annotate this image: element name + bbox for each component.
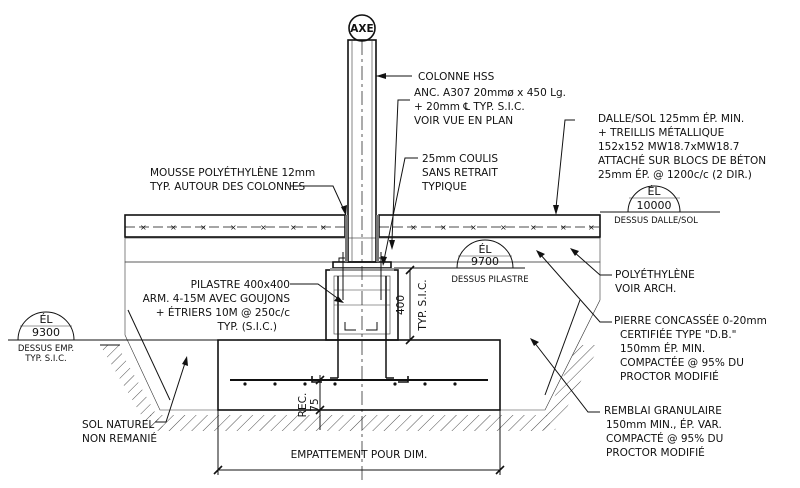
label-dalle-1: DALLE/SOL 125mm ÉP. MIN. [598, 112, 744, 125]
label-mousse-2: TYP. AUTOUR DES COLONNES [149, 181, 305, 193]
label-coulis-2: SANS RETRAIT [422, 167, 498, 179]
label-colonne-hss: COLONNE HSS [418, 71, 495, 83]
svg-text:ÉL: ÉL [647, 185, 661, 198]
svg-text:9700: 9700 [471, 255, 499, 268]
axis-marker: AXE [348, 14, 376, 480]
svg-text:×: × [290, 223, 297, 232]
svg-text:×: × [200, 223, 207, 232]
elevation-marker-9700: ÉL 9700 DESSUS PILASTRE [394, 239, 529, 285]
label-dalle-4: ATTACHÉ SUR BLOCS DE BÉTON [598, 154, 766, 167]
label-pierre-2: CERTIFIÉE TYPE "D.B." [620, 328, 737, 341]
label-anchor-1: ANC. A307 20mmø x 450 Lg. [414, 87, 566, 99]
footing-rebar [230, 376, 488, 386]
label-anchor-2: + 20mm ℄ TYP. S.I.C. [414, 101, 525, 113]
label-dalle-3: 152x152 MW18.7xMW18.7 [598, 141, 740, 153]
label-pilastre-4: TYP. (S.I.C.) [217, 321, 278, 333]
svg-text:ÉL: ÉL [39, 313, 53, 326]
svg-text:×: × [170, 223, 177, 232]
label-pierre-3: 150mm ÉP. MIN. [620, 342, 705, 355]
svg-text:×: × [230, 223, 237, 232]
label-coulis-3: TYPIQUE [421, 181, 467, 193]
label-dalle-5: 25mm ÉP. @ 1200c/c (2 DIR.) [598, 168, 752, 181]
label-empattement: EMPATTEMENT POUR DIM. [291, 449, 428, 461]
crushed-stone-layer [124, 237, 601, 263]
label-anchor-3: VOIR VUE EN PLAN [414, 115, 513, 127]
svg-text:TYP. S.I.C.: TYP. S.I.C. [24, 354, 67, 364]
label-poly-1: POLYÉTHYLÈNE [615, 268, 695, 281]
svg-text:9300: 9300 [32, 326, 60, 339]
label-pil-height-2: TYP. S.I.C. [417, 279, 429, 331]
label-rec-1: REC. [297, 393, 309, 418]
svg-text:×: × [440, 223, 447, 232]
spread-footing [217, 339, 501, 411]
label-pilastre-2: ARM. 4-15M AVEC GOUJONS [143, 293, 291, 305]
elevation-marker-10000: ÉL 10000 DESSUS DALLE/SOL [600, 185, 720, 226]
label-mousse-1: MOUSSE POLYÉTHYLÈNE 12mm [150, 166, 315, 179]
svg-text:×: × [410, 223, 417, 232]
svg-text:DESSUS PILASTRE: DESSUS PILASTRE [451, 275, 528, 285]
label-pilastre-1: PILASTRE 400x400 [191, 279, 290, 291]
label-pilastre-3: + ÉTRIERS 10M @ 250c/c [156, 306, 290, 319]
dimension-lines [213, 265, 505, 475]
label-poly-2: VOIR ARCH. [615, 283, 676, 295]
label-rec-2: 75 [309, 398, 321, 411]
axis-label: AXE [350, 23, 373, 35]
label-dalle-2: + TREILLIS MÉTALLIQUE [598, 126, 724, 139]
label-pil-height-1: 400 [395, 295, 407, 315]
svg-text:×: × [260, 223, 267, 232]
svg-text:ÉL: ÉL [478, 243, 492, 256]
elevation-marker-9300: ÉL 9300 DESSUS EMP. TYP. S.I.C. [8, 311, 218, 364]
label-sol-2: NON REMANIÉ [82, 432, 157, 445]
label-pierre-4: COMPACTÉE @ 95% DU [620, 356, 744, 369]
svg-text:×: × [140, 223, 147, 232]
label-coulis-1: 25mm COULIS [422, 153, 498, 165]
svg-text:DESSUS EMP.: DESSUS EMP. [18, 344, 74, 354]
natural-soil-hatch [100, 299, 600, 431]
svg-text:×: × [560, 223, 567, 232]
slab-on-grade: × × × × × × × × × × × × × × [124, 214, 601, 238]
label-remblai-4: PROCTOR MODIFIÉ [606, 446, 705, 459]
label-remblai-3: COMPACTÉ @ 95% DU [606, 432, 723, 445]
leader-lines [155, 73, 612, 423]
svg-text:10000: 10000 [637, 199, 672, 212]
annotation-texts: COLONNE HSS ANC. A307 20mmø x 450 Lg. + … [82, 71, 767, 461]
svg-text:DESSUS DALLE/SOL: DESSUS DALLE/SOL [614, 216, 698, 226]
svg-text:×: × [500, 223, 507, 232]
label-pierre-1: PIERRE CONCASSÉE 0-20mm [614, 314, 767, 327]
label-remblai-2: 150mm MIN., ÉP. VAR. [606, 418, 722, 431]
svg-text:×: × [320, 223, 327, 232]
label-sol-1: SOL NATUREL [82, 419, 154, 431]
svg-text:×: × [530, 223, 537, 232]
svg-text:×: × [470, 223, 477, 232]
label-pierre-5: PROCTOR MODIFIÉ [620, 370, 719, 383]
svg-text:×: × [588, 223, 595, 232]
label-remblai-1: REMBLAI GRANULAIRE [604, 405, 722, 417]
